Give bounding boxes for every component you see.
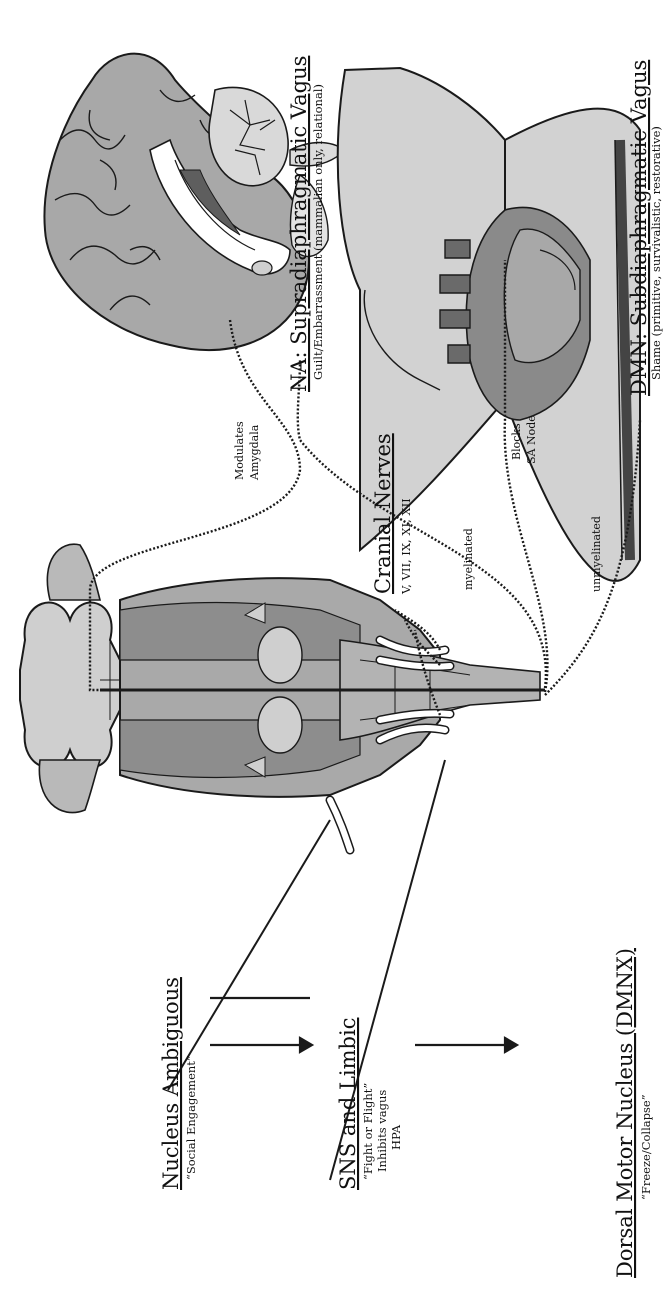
blocks-label: Blocks — [510, 423, 523, 460]
myelinated-label: myelinated — [462, 528, 475, 590]
na-title: Nucleus Ambiguous — [159, 977, 183, 1190]
amygdala-label: Amygdala — [248, 424, 261, 481]
dmn-sub-title: DMN: Subdiaphragmatic Vagus — [627, 60, 651, 396]
sa-node-label: SA Node — [525, 415, 538, 464]
sns-title: SNS and Limbic — [336, 1018, 360, 1190]
sns-line-3: HPA — [389, 1124, 403, 1150]
na-supra-title: NA: Supradiaphragmatic Vagus — [287, 56, 311, 392]
modulates-label: Modulates — [233, 421, 246, 480]
unmyelinated-label: unmyelinated — [590, 516, 603, 592]
flow-arrows — [210, 998, 517, 1052]
arrow-na-to-sns-head — [300, 1038, 312, 1052]
sns-line-1: “Fight or Flight” — [361, 1083, 375, 1180]
arrow-sns-to-dmnx-head — [505, 1038, 517, 1052]
sns-line-2: Inhibits vagus — [375, 1090, 389, 1172]
cranial-list: V, VII, IX, XI, XII — [399, 498, 413, 595]
dmn-sub-subtitle: Shame (primitive, survivalistic, restora… — [649, 126, 663, 380]
dmnx-title: Dorsal Motor Nucleus (DMNX) — [613, 948, 637, 1278]
na-supra-subtitle: Guilt/Embarrassment (mammalian only, rel… — [311, 84, 325, 380]
dmnx-subtitle: “Freeze/Collapse” — [639, 1094, 653, 1200]
pointer-lines — [168, 760, 445, 1180]
cranial-title: Cranial Nerves — [371, 433, 395, 594]
na-subtitle: “Social Engagement” — [184, 1055, 198, 1180]
